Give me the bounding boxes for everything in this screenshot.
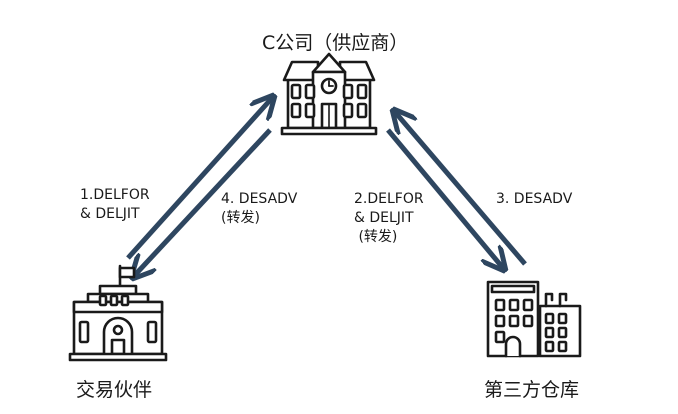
edge-label-1-line-2: & DELJIT [80, 206, 140, 222]
edge-label-2-line-2: & DELJIT [354, 210, 414, 226]
edge-label-4: 4. DESADV (转发) [221, 190, 297, 228]
node-label-warehouse: 第三方仓库 [484, 379, 580, 401]
edge-label-3: 3. DESADV [496, 190, 572, 209]
edge-label-1: 1.DELFOR & DELJIT [80, 186, 150, 224]
arrow-warehouse-to-supplier [395, 112, 527, 266]
edge-label-2-line-1: 2.DELFOR [354, 191, 424, 207]
arrow-partner-to-supplier [126, 98, 272, 260]
edge-label-1-line-1: 1.DELFOR [80, 187, 150, 203]
arrow-supplier-to-warehouse [386, 128, 503, 268]
edge-label-4-line-1: 4. DESADV [221, 191, 298, 207]
node-label-partner: 交易伙伴 [76, 379, 153, 401]
edge-label-3-line-1: 3. DESADV [496, 191, 573, 207]
arrow-supplier-to-partner [134, 128, 272, 276]
edge-label-2-line-3: (转发) [354, 229, 398, 245]
government-building-icon [68, 264, 168, 362]
node-label-supplier: C公司（供应商） [262, 32, 409, 54]
school-building-icon [280, 52, 378, 136]
office-buildings-icon [486, 280, 582, 358]
edge-label-2: 2.DELFOR & DELJIT (转发) [354, 190, 424, 247]
edge-label-4-line-2: (转发) [221, 210, 260, 226]
